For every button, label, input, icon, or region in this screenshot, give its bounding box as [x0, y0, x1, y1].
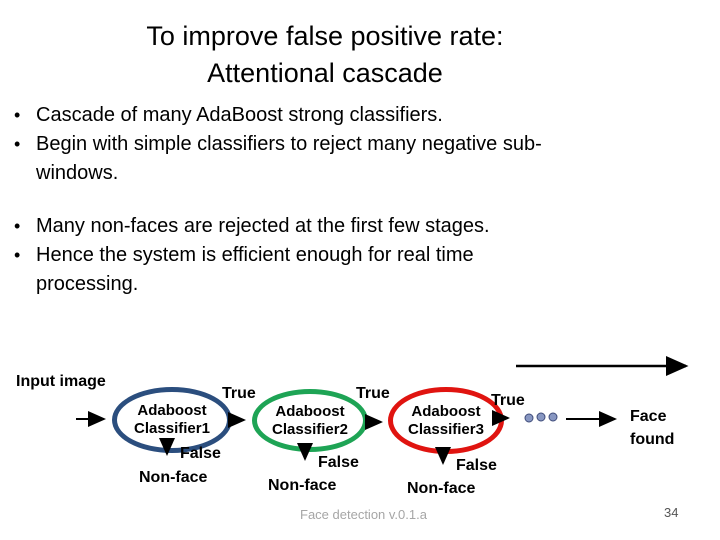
- false-label-2: False: [318, 454, 359, 471]
- true-label-3: True: [491, 392, 525, 409]
- ellipsis-dot: [548, 412, 558, 422]
- slide-title-line2: Attentional cascade: [207, 58, 443, 88]
- classifier-1-node: Adaboost Classifier1: [112, 387, 232, 453]
- ellipsis-dot: [536, 412, 546, 422]
- face-found-label: Face found: [630, 405, 674, 451]
- bullet-item: Cascade of many AdaBoost strong classifi…: [12, 101, 580, 130]
- face-found-line2: found: [630, 431, 675, 448]
- bullet-item: Many non-faces are rejected at the first…: [12, 212, 580, 241]
- bullet-item: Begin with simple classifiers to reject …: [12, 130, 580, 188]
- classifier-1-label-line2: Classifier1: [134, 420, 210, 437]
- slide-title-line1: To improve false positive rate:: [146, 21, 504, 51]
- bullet-item: Hence the system is efficient enough for…: [12, 241, 580, 299]
- classifier-3-node: Adaboost Classifier3: [388, 387, 504, 454]
- classifier-2-label-line1: Adaboost: [275, 402, 345, 420]
- classifier-2-node: Adaboost Classifier2: [252, 389, 368, 452]
- nonface-label-1: Non-face: [139, 469, 208, 486]
- false-label-3: False: [456, 457, 497, 474]
- classifier-2-label-line2: Classifier2: [272, 420, 348, 438]
- footer-deck-title: Face detection v.0.1.a: [300, 507, 427, 522]
- input-image-label: Input image: [16, 373, 106, 390]
- nonface-label-2: Non-face: [268, 477, 337, 494]
- ellipsis-dot: [524, 413, 534, 423]
- slide-title: To improve false positive rate: Attentio…: [0, 18, 650, 92]
- classifier-3-label-line1: Adaboost: [411, 402, 481, 420]
- classifier-3-label-line2: Classifier3: [408, 420, 484, 438]
- bullet-list: Cascade of many AdaBoost strong classifi…: [12, 101, 580, 299]
- face-found-line1: Face: [630, 408, 667, 425]
- nonface-label-3: Non-face: [407, 480, 476, 497]
- true-label-1: True: [222, 385, 256, 402]
- page-number: 34: [664, 505, 679, 520]
- true-label-2: True: [356, 385, 390, 402]
- classifier-1-label-line1: Adaboost: [137, 402, 207, 419]
- false-label-1: False: [180, 445, 221, 462]
